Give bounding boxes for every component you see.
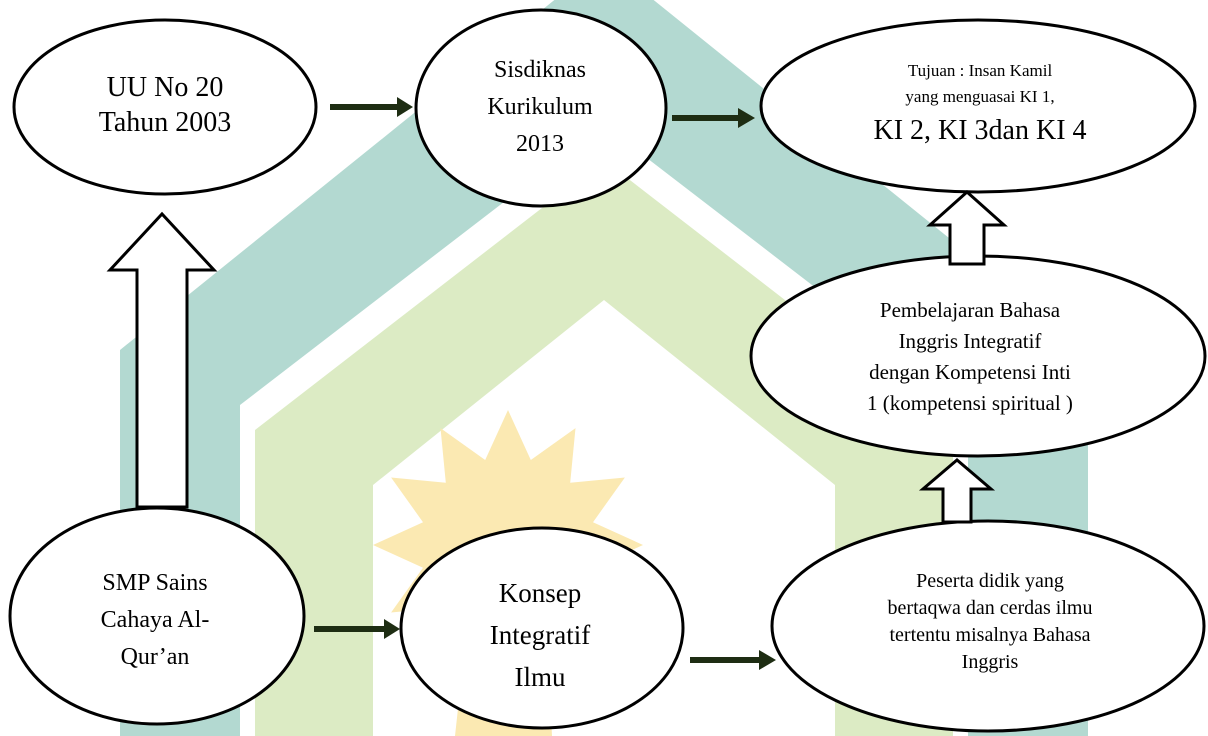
node-konsep-text: Konsep Integratif Ilmu [450, 570, 630, 700]
node-sisdiknas-line2: Kurikulum [487, 94, 593, 120]
block-arrow-pembelajaran-to-tujuan [926, 189, 1008, 266]
arrow-smp-to-konsep [314, 619, 400, 639]
node-pembelajaran-line1: Pembelajaran Bahasa [879, 298, 1061, 322]
node-peserta-line3: tertentu misalnya Bahasa [889, 624, 1091, 646]
block-arrow-smp-to-uu [106, 211, 218, 509]
node-tujuan-text: Tujuan : Insan Kamil yang menguasai KI 1… [790, 50, 1170, 160]
watermark-green-arch [255, 160, 953, 736]
node-pembelajaran-line4: 1 (kompetensi spiritual ) [867, 391, 1073, 415]
node-peserta-text: Peserta didik yang bertaqwa dan cerdas i… [800, 567, 1180, 677]
node-sisdiknas-line1: Sisdiknas [493, 57, 586, 83]
watermark-teal-arch [120, 0, 1088, 736]
node-pembelajaran-line2: Inggris Integratif [898, 329, 1042, 353]
node-konsep-line1: Konsep [498, 578, 582, 608]
node-tujuan-line2: yang menguasai KI 1, [905, 87, 1055, 106]
node-peserta-line2: bertaqwa dan cerdas ilmu [887, 597, 1093, 619]
node-uu-line1: UU No 20 [106, 72, 224, 103]
node-peserta-ellipse [770, 519, 1206, 733]
node-sisdiknas-line3: 2013 [516, 131, 564, 157]
node-sisdiknas-text: Sisdiknas Kurikulum 2013 [430, 45, 650, 170]
node-uu-line2: Tahun 2003 [98, 107, 232, 138]
node-tujuan-ellipse [759, 18, 1197, 194]
block-arrow-peserta-to-pembelajaran [918, 458, 996, 524]
node-tujuan-line1: Tujuan : Insan Kamil [907, 61, 1053, 80]
node-smp-line1: SMP Sains [102, 569, 208, 596]
arrow-sisdiknas-to-tujuan [672, 108, 755, 128]
node-tujuan-line3: KI 2, KI 3dan KI 4 [873, 115, 1087, 146]
node-sisdiknas-ellipse [414, 8, 668, 208]
node-uu-ellipse [12, 18, 318, 196]
node-pembelajaran-line3: dengan Kompetensi Inti [869, 360, 1071, 384]
node-uu-text: UU No 20 Tahun 2003 [40, 55, 290, 155]
node-smp-text: SMP Sains Cahaya Al- Qur’an [45, 560, 265, 680]
arrow-konsep-to-peserta [690, 650, 776, 670]
node-konsep-line3: Ilmu [514, 662, 566, 692]
node-peserta-line4: Inggris [961, 651, 1019, 673]
node-pembelajaran-text: Pembelajaran Bahasa Inggris Integratif d… [780, 295, 1160, 435]
arrow-uu-to-sisdiknas [330, 97, 413, 117]
node-smp-line2: Cahaya Al- [100, 606, 210, 633]
node-peserta-line1: Peserta didik yang [916, 570, 1064, 592]
node-smp-line3: Qur’an [120, 643, 190, 670]
node-konsep-ellipse [399, 526, 685, 730]
node-konsep-line2: Integratif [489, 620, 591, 650]
